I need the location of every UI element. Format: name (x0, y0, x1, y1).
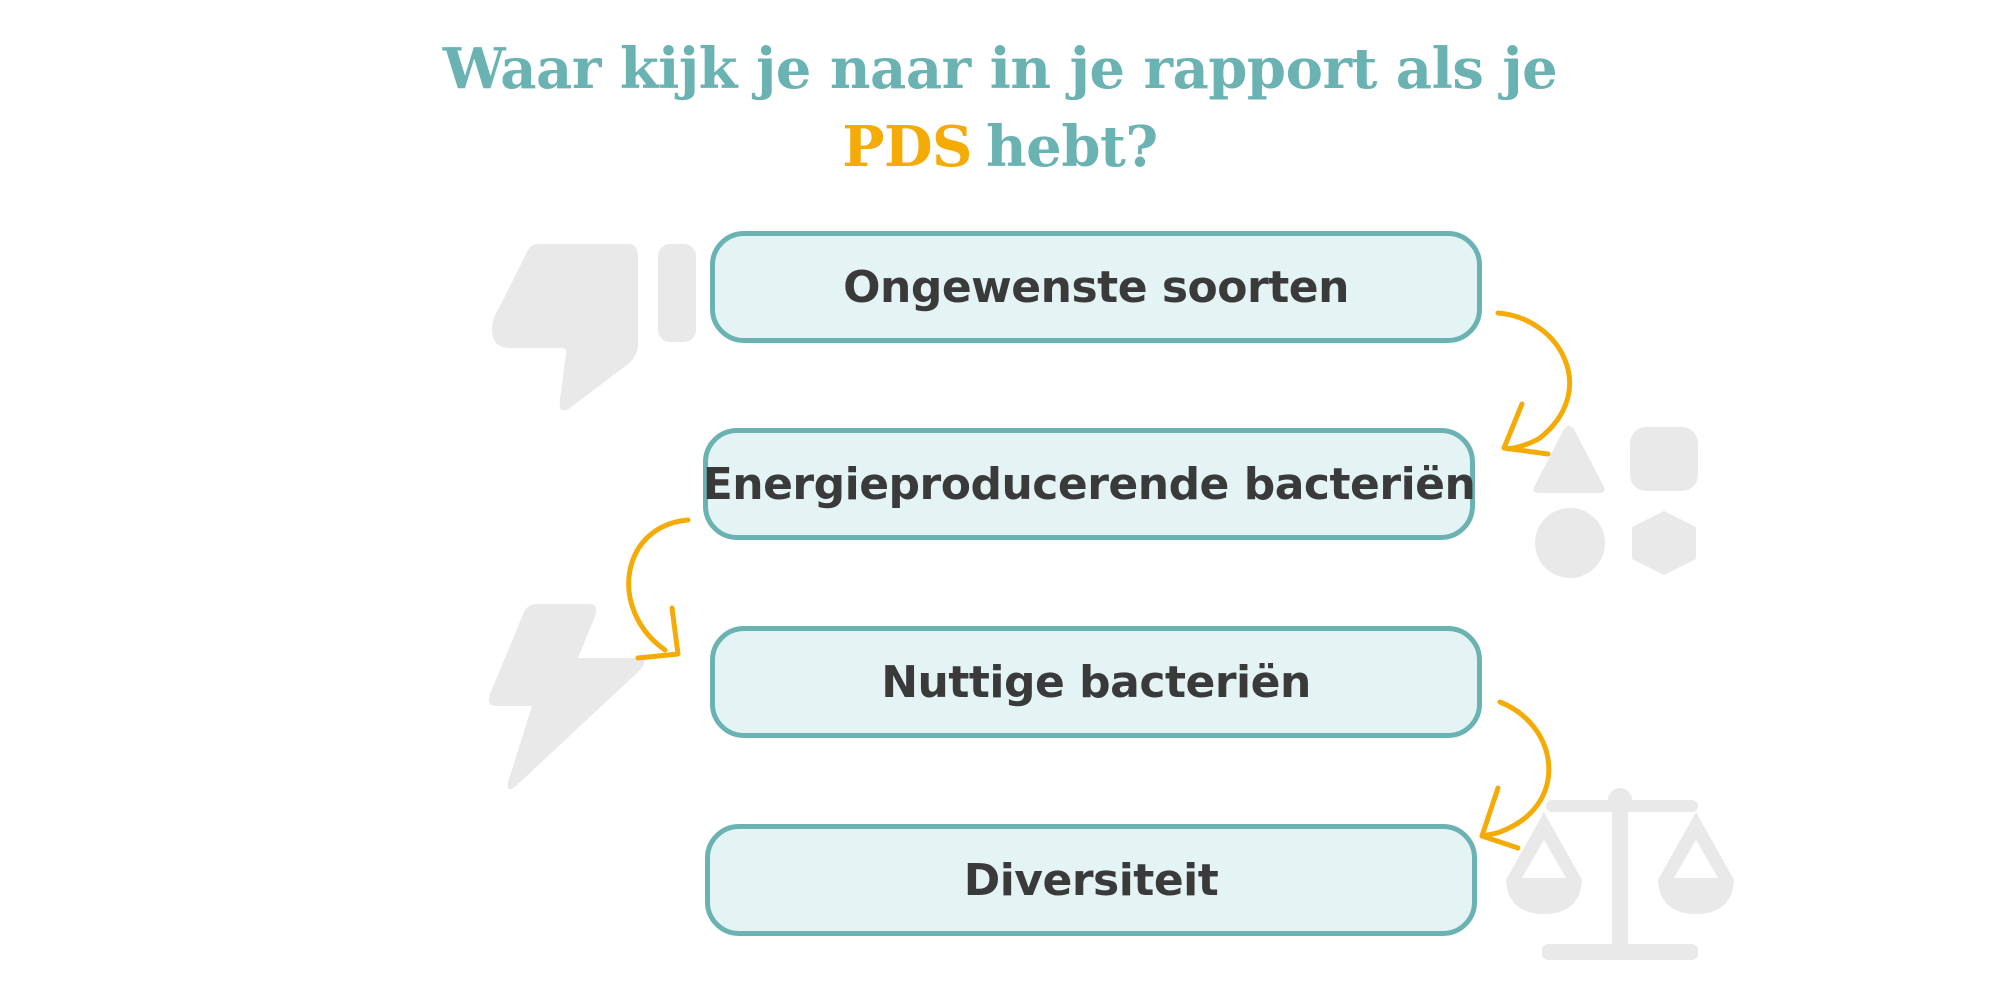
step-label: Ongewenste soorten (843, 261, 1349, 313)
title-highlight: PDS (842, 114, 972, 180)
step-box-energieproducerende-bacterien: Energieproducerende bacteriën (702, 428, 1476, 540)
title-line-1: Waar kijk je naar in je rapport als je (0, 36, 2000, 102)
step-box-nuttige-bacterien: Nuttige bacteriën (710, 626, 1482, 738)
title-text: Waar kijk je naar in je rapport als je (442, 36, 1558, 102)
step-box-diversiteit: Diversiteit (705, 824, 1477, 936)
shapes-icon (1533, 426, 1698, 578)
arrow-step2-to-step3 (626, 517, 691, 661)
lightning-icon (488, 604, 645, 790)
step-box-ongewenste-soorten: Ongewenste soorten (710, 231, 1482, 343)
step-label: Diversiteit (963, 854, 1219, 906)
arrow-step3-to-step4 (1479, 699, 1552, 851)
step-label: Energieproducerende bacteriën (702, 458, 1476, 510)
step-label: Nuttige bacteriën (881, 656, 1311, 708)
arrow-step1-to-step2 (1495, 310, 1573, 457)
balance-scale-icon (1506, 788, 1734, 960)
title-rest: hebt? (985, 114, 1158, 180)
thumbs-down-icon (492, 244, 696, 410)
